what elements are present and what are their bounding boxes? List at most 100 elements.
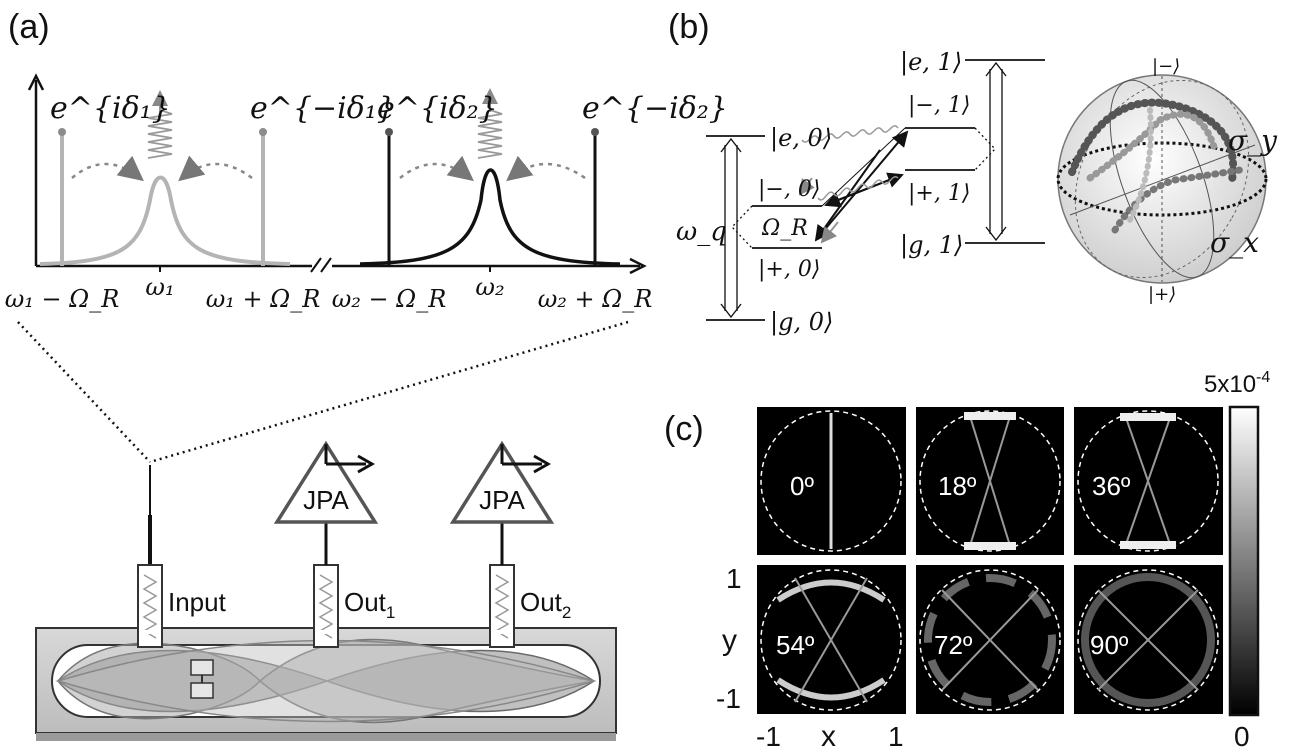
colorbar-max-label: 5x10-4 [1204,369,1270,398]
label-minus0: |−, 0⟩ [758,177,820,202]
x-left-label: -1 [756,721,781,752]
unit-circle [919,569,1061,711]
splitting-bracket [974,127,996,171]
port-gap [316,630,336,634]
x-label: ω₁ − Ω_R [5,285,120,313]
signal-wiggle-icon [318,574,334,639]
measurement-line [941,589,1039,691]
transition-arrow-icon [824,174,903,208]
x-axis [1069,144,1256,216]
label-omega-r: Ω_R [761,216,808,241]
trajectory-dots [1086,110,1219,182]
sideband-dot [58,128,66,136]
panel-label-a: (a) [8,8,50,46]
x-label: ω₂ − Ω_R [332,285,447,313]
angle-label: 72º [934,630,973,660]
output-arrow-icon [533,454,552,474]
zoom-line [149,320,629,464]
splitting-bracket [731,205,753,249]
sigma-x-label: σ_x [1210,226,1259,259]
label-e1: |e, 1⟩ [900,48,962,77]
spectrum-y-arrow-icon [27,73,45,91]
hot-spot [964,412,1016,420]
photon-wiggle-icon [147,109,173,159]
heatmap-grid: 0º 18º 36º 54º 72º 90º [757,407,1223,714]
port-gap [492,630,512,634]
sigma-y-label: σ_y [1228,124,1278,157]
circuit-diagram: JPA JPA Input Out1 Out2 [35,440,617,741]
trajectory-dots [1068,98,1238,184]
axis-break-icon [320,257,332,273]
unit-circle [760,569,902,711]
hot-arc [776,677,886,701]
transfer-arrow-icon [399,155,474,182]
label-plus1: |+, 1⟩ [908,181,970,206]
measurement-line [1097,589,1199,691]
zoom-line [17,321,151,463]
sideband-dot [259,128,267,136]
label-g1: |g, 1⟩ [900,231,963,260]
hot-spot [1120,541,1176,549]
transfer-arrow-icon [71,155,144,182]
angle-label: 0º [790,471,814,501]
spectrum-x-arrow-icon [629,257,647,275]
x-label: ω₂ [475,273,504,301]
x-axis-label: x [821,720,836,753]
spectrum-plot: e^{iδ₁} e^{−iδ₁} e^{iδ₂} e^{−iδ₂} ω₁ − Ω… [5,73,728,313]
unit-circle [760,410,902,552]
x-right-label: 1 [888,721,904,752]
arrow-head-icon [720,303,742,319]
angle-label: 36º [1092,471,1131,501]
sideband-dot [591,128,599,136]
bloch-bottom-label: |+⟩ [1148,284,1176,305]
transfer-arrow-icon [506,155,586,182]
hot-ring [924,574,1056,706]
angle-label: 90º [1090,630,1129,660]
x-label: ω₁ [145,273,174,301]
axis-break-icon [310,257,322,273]
emission-arrow-icon [820,221,839,244]
arrow-head-icon [985,61,1007,77]
signal-wiggle-icon [494,574,510,639]
unit-circle [1077,569,1219,711]
cavity-shadow [36,733,616,741]
emission-wiggle-icon [817,176,899,201]
energy-level-diagram: |e, 0⟩ |g, 0⟩ |e, 1⟩ |g, 1⟩ |−, 0⟩ |+, 0… [676,48,1045,337]
colorbar-min-label: 0 [1234,721,1250,752]
sideband-dot [385,128,393,136]
jpa-amplifier-icon [273,440,379,524]
transfer-arrow-icon [178,155,253,182]
jpa-label: JPA [303,485,349,515]
resonance-peak-2 [359,168,621,266]
bloch-top-label: |−⟩ [1152,56,1180,77]
arrow-head-icon [720,137,742,153]
measurement-line [794,577,868,703]
label-omega-q: ω_q [676,217,727,247]
bloch-sphere: |−⟩ |+⟩ σ_y σ_x [1056,56,1278,305]
arrow-head-icon [985,226,1007,242]
label-e0: |e, 0⟩ [770,124,832,153]
phase-label-4: e^{−iδ₂} [582,91,728,126]
hot-arc [776,579,886,603]
y-top-label: 1 [726,563,742,594]
label-minus1: |−, 1⟩ [908,93,970,118]
unit-circle [1077,410,1219,552]
transition-arrow-icon [815,130,909,241]
phase-label-1: e^{iδ₁} [50,91,171,126]
photon-wiggle-icon [477,109,503,159]
panel-label-c: (c) [664,410,704,448]
output-arrow-icon [357,454,376,474]
qubit-pad [190,682,214,699]
emission-arrow-icon [798,177,815,196]
measurement-line [1124,414,1172,548]
x-label: ω₂ + Ω_R [538,285,653,313]
hot-spot [964,542,1016,550]
signal-wiggle-icon [142,574,158,639]
input-label: Input [168,587,227,617]
phase-label-3: e^{iδ₂} [377,91,498,126]
meridian [1109,79,1215,279]
angle-label: 54º [776,630,815,660]
out2-label: Out2 [520,587,571,622]
angle-label: 18º [938,471,977,501]
